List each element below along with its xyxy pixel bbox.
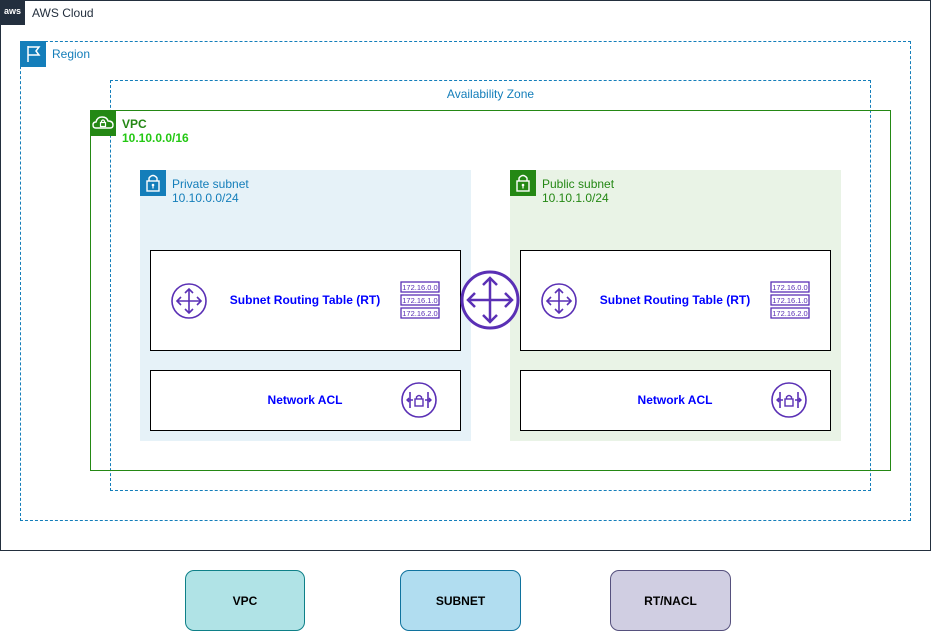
vpc-cidr: 10.10.0.0/16 xyxy=(122,131,189,145)
public-nacl-icon xyxy=(770,381,808,419)
private-route-table-icon: 172.16.0.0 172.16.1.0 172.16.2.0 xyxy=(400,281,442,321)
private-routing-table-label: Subnet Routing Table (RT) xyxy=(229,293,381,307)
legend-rt-nacl: RT/NACL xyxy=(610,570,731,631)
private-route-entry: 172.16.2.0 xyxy=(402,309,437,318)
private-subnet-label: Private subnet xyxy=(172,177,249,191)
private-router-icon xyxy=(170,282,208,320)
vpc-cloud-lock-icon xyxy=(90,110,116,136)
public-routing-table-label: Subnet Routing Table (RT) xyxy=(599,293,751,307)
public-route-table-icon: 172.16.0.0 172.16.1.0 172.16.2.0 xyxy=(770,281,812,321)
vpc-router-icon xyxy=(460,270,520,330)
legend-vpc: VPC xyxy=(185,570,305,631)
aws-logo-icon: aws xyxy=(0,0,25,25)
public-subnet-lock-icon xyxy=(510,170,536,196)
availability-zone-group xyxy=(110,80,871,491)
public-subnet-label: Public subnet xyxy=(542,177,615,191)
region-flag-icon xyxy=(20,41,46,67)
public-network-acl-label: Network ACL xyxy=(637,393,713,407)
private-nacl-icon xyxy=(400,381,438,419)
public-router-icon xyxy=(540,282,578,320)
public-route-entry: 172.16.0.0 xyxy=(772,283,807,292)
private-routing-table-box xyxy=(150,250,461,351)
public-network-acl-box xyxy=(520,370,831,431)
public-subnet-cidr: 10.10.1.0/24 xyxy=(542,191,609,205)
private-subnet-cidr: 10.10.0.0/24 xyxy=(172,191,239,205)
region-label: Region xyxy=(52,47,91,61)
private-route-entry: 172.16.1.0 xyxy=(402,296,437,305)
availability-zone-label: Availability Zone xyxy=(446,87,535,101)
vpc-label: VPC xyxy=(122,117,147,131)
legend-subnet: SUBNET xyxy=(400,570,521,631)
vpc-group xyxy=(90,110,891,471)
private-network-acl-label: Network ACL xyxy=(267,393,343,407)
region-group xyxy=(20,41,911,521)
public-route-entry: 172.16.2.0 xyxy=(772,309,807,318)
aws-cloud-label: AWS Cloud xyxy=(32,6,94,20)
public-route-entry: 172.16.1.0 xyxy=(772,296,807,305)
private-subnet-lock-icon xyxy=(140,170,166,196)
private-route-entry: 172.16.0.0 xyxy=(402,283,437,292)
public-routing-table-box xyxy=(520,250,831,351)
